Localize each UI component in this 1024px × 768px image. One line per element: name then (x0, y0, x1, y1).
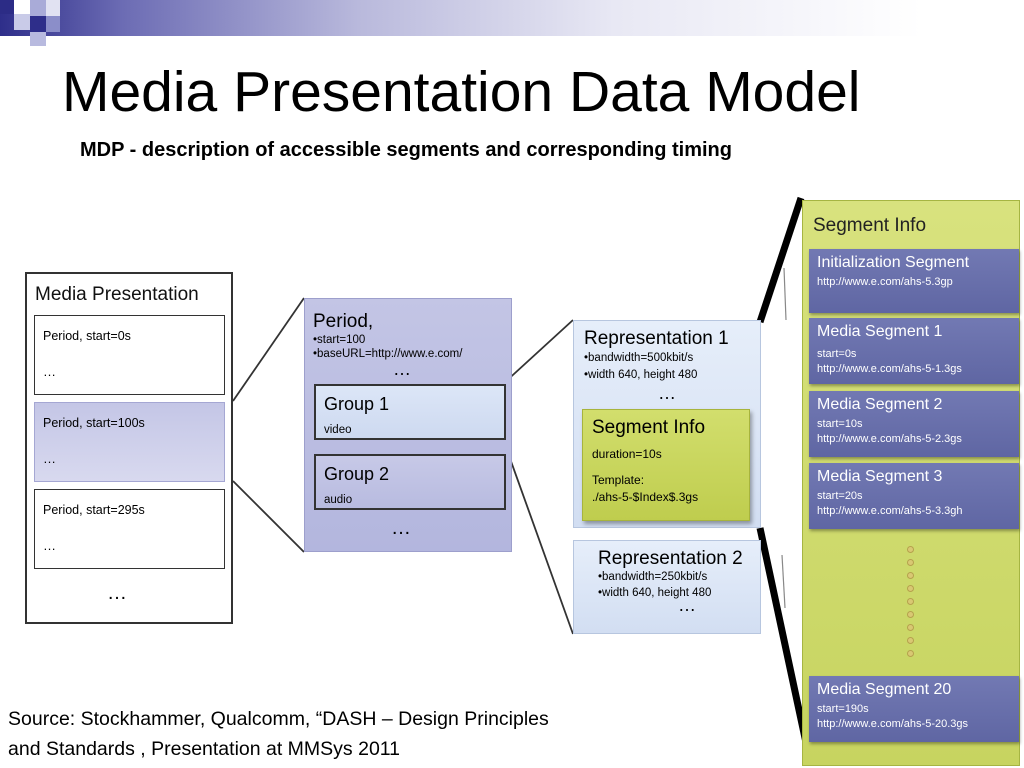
segment-duration: duration=10s (592, 447, 662, 461)
representation-ellipsis: … (658, 383, 678, 403)
segment-name: Media Segment 20 (817, 681, 952, 698)
segment-media-3: Media Segment 3 start=20s http://www.e.c… (809, 463, 1019, 529)
period-box-1: Period, start=100s … (34, 402, 225, 482)
ellipsis-dot (907, 637, 914, 644)
segment-url: http://www.e.com/ahs-5.3gp (817, 276, 953, 288)
connector-rep-bottom (502, 438, 574, 635)
logo-square-light (14, 14, 30, 30)
segment-name: Initialization Segment (817, 254, 970, 271)
segment-name: Media Segment 3 (817, 468, 943, 485)
segment-media-2: Media Segment 2 start=10s http://www.e.c… (809, 391, 1019, 457)
segment-name: Media Segment 1 (817, 323, 943, 340)
page-subtitle: MDP - description of accessible segments… (80, 139, 732, 161)
segment-media-20: Media Segment 20 start=190s http://www.e… (809, 676, 1019, 742)
representation-size: •width 640, height 480 (598, 587, 712, 599)
segment-url: http://www.e.com/ahs-5-1.3gs (817, 363, 962, 375)
segment-info-small-box: Segment Info duration=10s Template: ./ah… (582, 409, 750, 521)
period-box-0: Period, start=0s … (34, 315, 225, 395)
segment-url: http://www.e.com/ahs-5-2.3gs (817, 433, 962, 445)
period-box-2: Period, start=295s … (34, 489, 225, 569)
segment-start: start=20s (817, 490, 863, 502)
media-presentation-title: Media Presentation (35, 284, 199, 305)
media-presentation-box: Media Presentation Period, start=0s … Pe… (25, 272, 233, 624)
connector-period-top (232, 297, 305, 402)
connector-period-bottom (232, 480, 305, 553)
group-name: Group 1 (324, 394, 390, 414)
connector-seg-bottom-thin (781, 554, 786, 609)
segment-url: http://www.e.com/ahs-5-20.3gs (817, 718, 969, 730)
period-label: Period, start=295s (43, 503, 145, 517)
logo-square-blue (30, 16, 46, 32)
ellipsis-dot (907, 650, 914, 657)
period-label: Period, start=100s (43, 416, 145, 430)
logo-square-pale (46, 0, 60, 16)
period-ellipsis: … (43, 451, 57, 466)
segment-template-value: ./ahs-5-$Index$.3gs (592, 490, 699, 504)
logo-square-mid (46, 16, 60, 32)
group-box-2: Group 2 audio (314, 454, 506, 510)
representation-bandwidth: •bandwidth=250kbit/s (598, 571, 708, 583)
period-ellipsis-bottom: … (391, 517, 413, 539)
connector-seg-top (756, 196, 805, 324)
representation-bandwidth: •bandwidth=500kbit/s (584, 352, 694, 364)
segment-info-small-title: Segment Info (592, 417, 706, 438)
segment-info-title: Segment Info (813, 215, 927, 236)
segment-template-label: Template: (592, 473, 645, 487)
segment-start: start=190s (817, 703, 869, 715)
ellipsis-dot (907, 585, 914, 592)
period-title: Period, (313, 311, 374, 332)
ellipsis-dot (907, 546, 914, 553)
group-box-1: Group 1 video (314, 384, 506, 440)
source-line-1: Source: Stockhammer, Qualcomm, “DASH – D… (8, 708, 549, 730)
logo-square-small (30, 32, 46, 46)
period-ellipsis: … (43, 538, 57, 553)
ellipsis-dot (907, 572, 914, 579)
ellipsis-dot (907, 624, 914, 631)
source-line-2: and Standards , Presentation at MMSys 20… (8, 738, 401, 760)
header-band (0, 0, 1024, 36)
period-detail-box: Period, •start=100 •baseURL=http://www.e… (304, 298, 512, 552)
group-name: Group 2 (324, 464, 390, 484)
representation-title: Representation 1 (584, 328, 729, 349)
connector-seg-top-thin (783, 267, 787, 321)
segment-name: Media Segment 2 (817, 396, 943, 413)
logo-square-navy (0, 0, 14, 14)
representation-box-1: Representation 1 •bandwidth=500kbit/s •w… (573, 320, 761, 528)
representation-box-2: Representation 2 •bandwidth=250kbit/s •w… (573, 540, 761, 634)
source-citation: Source: Stockhammer, Qualcomm, “DASH – D… (8, 704, 768, 764)
period-start-prop: •start=100 (313, 334, 366, 346)
ellipsis-dot (907, 611, 914, 618)
logo-square-white (14, 0, 30, 14)
segment-start: start=10s (817, 418, 863, 430)
period-ellipsis: … (43, 364, 57, 379)
period-label: Period, start=0s (43, 329, 131, 343)
segment-url: http://www.e.com/ahs-5-3.3gh (817, 505, 963, 517)
ellipsis-dot (907, 559, 914, 566)
segment-info-column: Segment Info Initialization Segment http… (802, 200, 1020, 766)
more-periods-ellipsis: … (107, 582, 129, 604)
segment-vertical-ellipsis (907, 546, 915, 663)
period-ellipsis-top: … (393, 359, 413, 379)
group-type: audio (324, 494, 353, 506)
logo-square-lavender (30, 0, 46, 16)
connector-rep-top (502, 319, 574, 385)
representation-size: •width 640, height 480 (584, 369, 698, 381)
representation-title: Representation 2 (598, 548, 743, 569)
group-type: video (324, 424, 352, 436)
representation-ellipsis: … (678, 595, 698, 615)
segment-initialization: Initialization Segment http://www.e.com/… (809, 249, 1019, 313)
page-title: Media Presentation Data Model (62, 60, 861, 124)
segment-media-1: Media Segment 1 start=0s http://www.e.co… (809, 318, 1019, 384)
segment-start: start=0s (817, 348, 857, 360)
period-baseurl-prop: •baseURL=http://www.e.com/ (313, 348, 463, 360)
ellipsis-dot (907, 598, 914, 605)
